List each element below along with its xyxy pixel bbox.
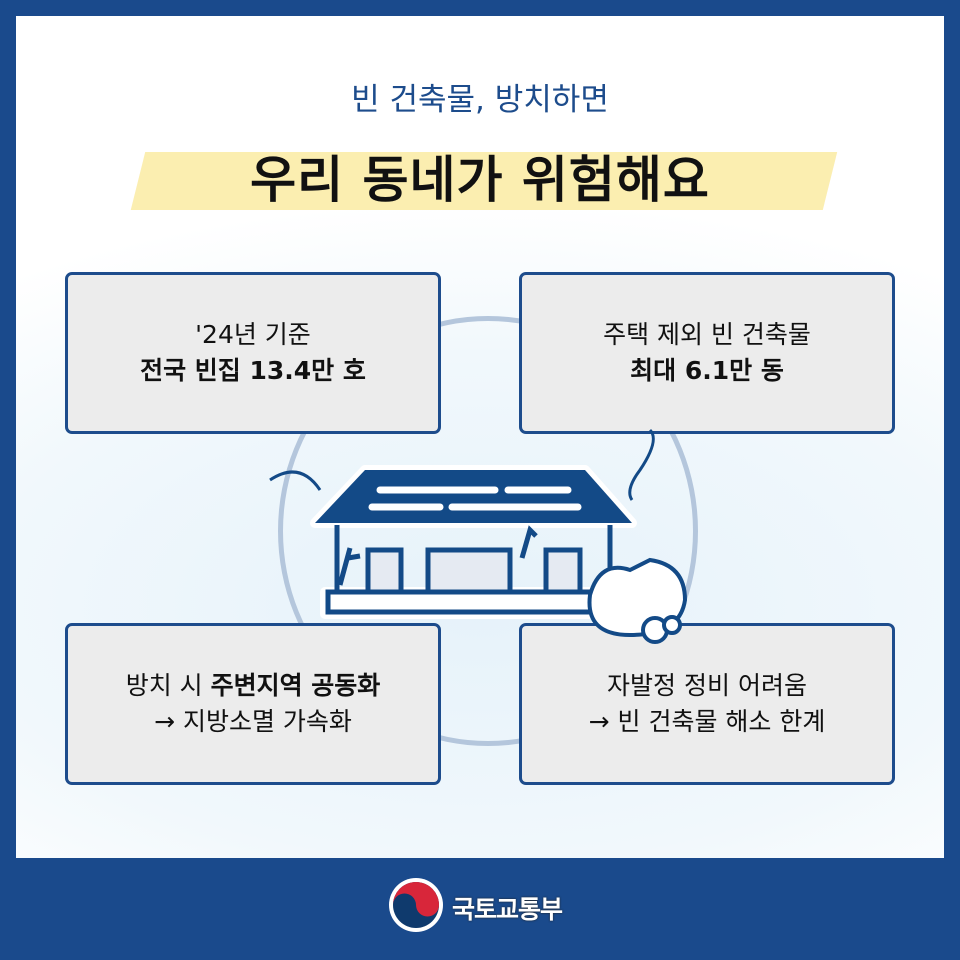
card-text: 주택 제외 빈 건축물 (603, 319, 811, 349)
card-text: → 빈 건축물 해소 한계 (588, 707, 826, 736)
card-text: '24년 기준 (195, 319, 311, 349)
card-neglect-risk: 방치 시 주변지역 공동화 → 지방소멸 가속화 (65, 623, 441, 785)
card-vacant-houses: '24년 기준 전국 빈집 13.4만 호 (65, 272, 441, 434)
card-highlight-text: 주변지역 공동화 (210, 670, 381, 700)
abandoned-house-illustration (269, 428, 688, 644)
card-text: 방치 시 (125, 670, 211, 700)
card-vacant-buildings: 주택 제외 빈 건축물 최대 6.1만 동 (519, 272, 895, 434)
ministry-emblem-icon (389, 878, 443, 932)
card-text: → 지방소멸 가속화 (154, 707, 352, 736)
subtitle: 빈 건축물, 방치하면 (351, 82, 609, 118)
card-text: 자발정 정비 어려움 (607, 670, 807, 700)
ministry-name: 국토교통부 (452, 895, 563, 924)
card-highlight-text: 전국 빈집 13.4만 호 (140, 356, 366, 385)
card-maintenance-limit: 자발정 정비 어려움 → 빈 건축물 해소 한계 (519, 623, 895, 785)
center-ring (278, 316, 698, 746)
main-title: 우리 동네가 위험해요 (250, 151, 710, 209)
card-highlight-text: 최대 6.1만 동 (630, 356, 784, 385)
